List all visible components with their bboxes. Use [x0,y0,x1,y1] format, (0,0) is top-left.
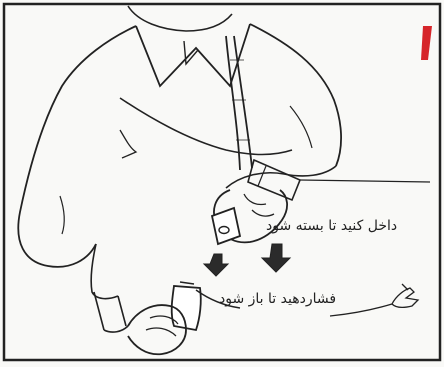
right-shoulder-outline [250,24,341,166]
seat-line [330,304,392,316]
hand-pointer-icon [392,284,418,307]
instruction-insert-label: داخل کنید تا بسته شود [266,219,397,233]
sweater-crease [120,130,136,158]
seat-line [300,180,430,182]
latch-plate [212,208,240,244]
corner-mark [421,26,432,60]
right-arm-upper [120,98,292,155]
down-arrow-icon [262,244,290,272]
right-cuff [248,160,300,200]
down-arrow-icon [204,254,228,276]
left-arm-outline [18,26,136,267]
instruction-press-label: فشاردهید تا باز شود [219,292,336,306]
